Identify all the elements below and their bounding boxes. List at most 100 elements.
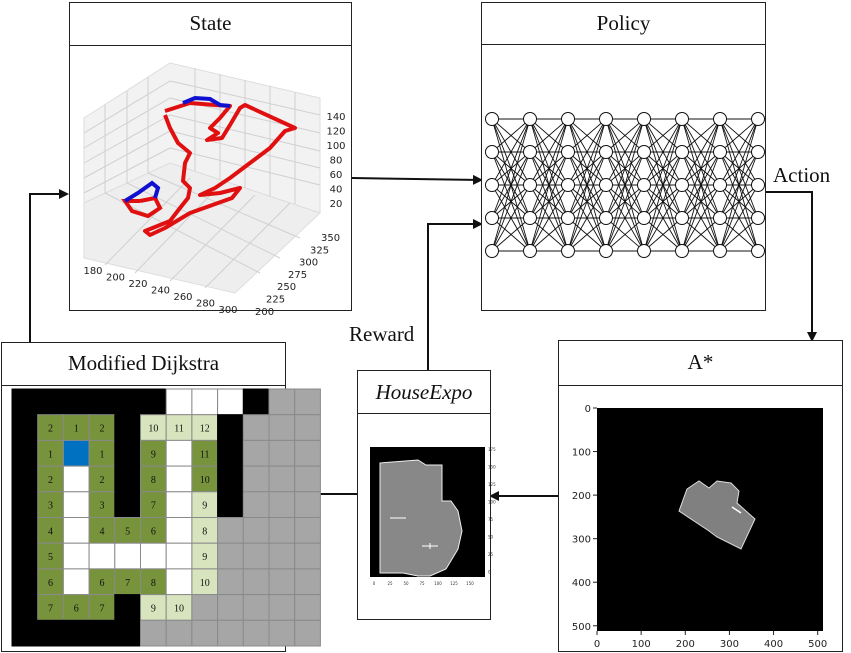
state-x-tick: 220 xyxy=(128,279,147,290)
grid-cell xyxy=(140,388,167,416)
grid-cell xyxy=(88,388,116,416)
grid-cell-value: 9 xyxy=(151,449,156,460)
grid-cell-value: 6 xyxy=(99,578,104,589)
grid-cell xyxy=(140,619,167,647)
network-node xyxy=(599,145,613,159)
grid-cell-value: 2 xyxy=(48,475,53,486)
grid-cell xyxy=(88,465,116,493)
grid-cell xyxy=(114,594,142,621)
grid-cell xyxy=(114,388,142,416)
astar-x-tick: 500 xyxy=(808,639,827,650)
grid-cell xyxy=(217,439,244,467)
network-node xyxy=(751,145,765,159)
grid-cell xyxy=(11,491,39,519)
reward-label: Reward xyxy=(349,322,415,346)
grid-cell xyxy=(11,414,39,441)
grid-cell-value: 3 xyxy=(99,501,104,512)
network-node xyxy=(523,211,537,225)
grid-cell xyxy=(37,388,64,416)
grid-cell xyxy=(217,619,244,647)
state-x-tick: 240 xyxy=(151,286,170,297)
grid-cell xyxy=(217,542,244,570)
grid-cell-value: 9 xyxy=(202,552,207,563)
network-node xyxy=(485,178,499,192)
grid-cell xyxy=(294,388,321,416)
grid-cell xyxy=(191,619,219,647)
astar-y-tick: 400 xyxy=(572,578,591,589)
grid-cell xyxy=(294,594,321,621)
grid-cell xyxy=(242,491,270,519)
astar-y-tick: 200 xyxy=(572,491,591,502)
houseexpo-x-tick: 0 xyxy=(373,581,376,586)
grid-cell xyxy=(217,414,244,441)
grid-cell xyxy=(242,568,270,596)
state-x-tick: 180 xyxy=(83,266,102,277)
grid-cell xyxy=(37,517,64,544)
network-node xyxy=(523,178,537,192)
astar-y-tick: 0 xyxy=(585,404,591,415)
houseexpo-x-tick: 125 xyxy=(450,581,458,586)
grid-cell xyxy=(165,439,193,467)
grid-cell-value: 7 xyxy=(48,603,53,614)
astar-x-tick: 200 xyxy=(676,639,695,650)
network-node xyxy=(713,178,727,192)
grid-cell xyxy=(114,439,142,467)
grid-cell-value: 5 xyxy=(125,526,130,537)
grid-cell xyxy=(294,517,321,544)
grid-cell xyxy=(242,619,270,647)
grid-cell xyxy=(242,388,270,416)
astar-map-shape xyxy=(678,480,756,550)
grid-cell xyxy=(191,594,219,621)
trajectory-red xyxy=(143,101,297,237)
grid-cell xyxy=(114,491,142,519)
grid-cell xyxy=(11,568,39,596)
policy-panel: Policy xyxy=(481,2,766,311)
grid-cell-value: 7 xyxy=(99,603,104,614)
network-node xyxy=(637,211,651,225)
grid-cell-value: 1 xyxy=(48,449,53,460)
state-y-tick: 225 xyxy=(266,295,285,306)
grid-cell xyxy=(11,542,39,570)
state-y-tick: 300 xyxy=(299,258,318,269)
grid-cell-value: 9 xyxy=(202,501,207,512)
grid-cell xyxy=(62,439,90,467)
grid-cell xyxy=(114,465,142,493)
grid-cell xyxy=(191,439,219,467)
houseexpo-y-tick: 25 xyxy=(488,552,494,557)
grid-cell xyxy=(11,619,39,647)
grid-cell xyxy=(217,517,244,544)
houseexpo-y-tick: 100 xyxy=(488,500,496,505)
grid-cell xyxy=(217,568,244,596)
grid-cell xyxy=(294,542,321,570)
grid-cell-value: 11 xyxy=(174,424,184,435)
grid-cell xyxy=(62,568,90,596)
state-y-tick: 350 xyxy=(321,233,340,244)
grid-cell xyxy=(140,439,167,467)
network-node xyxy=(485,112,499,126)
grid-cell xyxy=(242,465,270,493)
network-node xyxy=(713,211,727,225)
network-node xyxy=(637,145,651,159)
grid-cell-value: 2 xyxy=(99,475,104,486)
grid-cell xyxy=(165,619,193,647)
dijkstra-to-state-arrow xyxy=(29,189,69,342)
grid-cell xyxy=(140,491,167,519)
grid-cell xyxy=(191,568,219,596)
network-node xyxy=(523,112,537,126)
policy-title: Policy xyxy=(482,3,765,45)
houseexpo-x-tick: 50 xyxy=(403,581,409,586)
grid-cell-value: 6 xyxy=(48,578,53,589)
network-edges xyxy=(491,118,759,252)
grid-cell-value: 4 xyxy=(99,526,104,537)
grid-cell xyxy=(268,439,296,467)
state-z-tick: 80 xyxy=(330,156,343,167)
houseexpo-map-shape xyxy=(379,459,463,577)
grid-cell xyxy=(114,568,142,596)
grid-cell xyxy=(268,491,296,519)
grid-cell xyxy=(294,619,321,647)
